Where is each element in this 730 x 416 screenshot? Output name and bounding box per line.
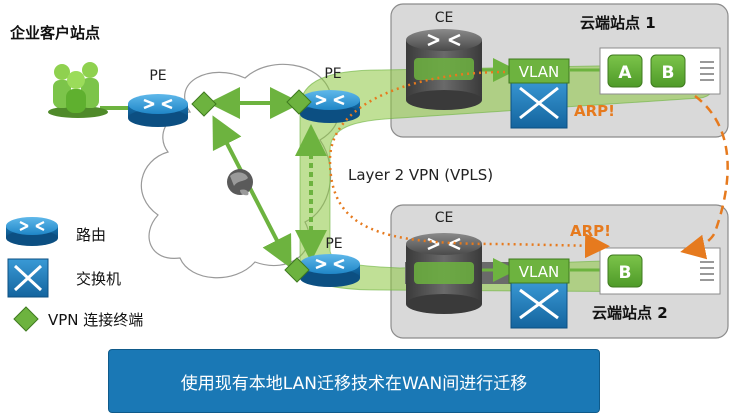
vpn-endpoint-bottom-icon bbox=[284, 257, 310, 283]
customer-site-title: 企业客户站点 bbox=[9, 24, 100, 42]
vlan-top-label: VLAN bbox=[519, 63, 559, 81]
vpn-endpoint-top-icon bbox=[286, 89, 312, 115]
vlan-bottom-label-box bbox=[508, 258, 570, 284]
vm-a-label: A bbox=[618, 63, 632, 83]
pe-top-label: PE bbox=[324, 66, 341, 82]
vm-b-bottom-label: B bbox=[619, 263, 632, 283]
arp-path-outer bbox=[680, 95, 729, 260]
legend-router-label: 路由 bbox=[76, 226, 106, 244]
legend-vpn-endpoint-icon bbox=[13, 306, 39, 332]
vpn-endpoint-left-icon bbox=[191, 91, 217, 117]
pe-left-label: PE bbox=[149, 68, 166, 84]
legend-switch-label: 交换机 bbox=[76, 270, 121, 288]
summary-banner: 使用现有本地LAN迁移技术在WAN间进行迁移 bbox=[108, 349, 600, 413]
legend-switch-icon bbox=[7, 258, 49, 298]
vpls-label: Layer 2 VPN (VPLS) bbox=[348, 166, 493, 184]
switch-top-icon bbox=[510, 77, 568, 129]
cloud-site-2-label: 云端站点 2 bbox=[592, 304, 668, 322]
vm-b-top-label: B bbox=[662, 63, 675, 83]
legend-router-icon bbox=[6, 217, 58, 246]
vlan-bottom-label: VLAN bbox=[519, 263, 559, 281]
vm-b-bottom-icon bbox=[607, 254, 643, 288]
switch-bottom-icon bbox=[510, 279, 568, 329]
arp-label-bottom: ARP! bbox=[570, 222, 611, 240]
vm-b-top-icon bbox=[650, 54, 686, 88]
people-icon bbox=[48, 62, 108, 118]
legend-vpn-endpoint-label: VPN 连接终端 bbox=[48, 311, 143, 329]
cloud-site-1-label: 云端站点 1 bbox=[580, 14, 656, 32]
pe-router-bottom-icon bbox=[300, 254, 360, 287]
ce-router-top-icon bbox=[406, 29, 482, 110]
pe-pe-link-diagonal bbox=[212, 115, 292, 269]
pe-router-top-icon bbox=[300, 90, 360, 123]
vlan-top-label-box bbox=[508, 58, 570, 84]
arp-label-top: ARP! bbox=[574, 102, 615, 120]
ce-bottom-label: CE bbox=[435, 210, 454, 226]
pe-router-left-icon bbox=[128, 94, 188, 127]
ce-router-bottom-icon bbox=[406, 233, 482, 314]
internet-globe-icon bbox=[227, 169, 253, 196]
vm-a-icon bbox=[607, 54, 643, 88]
ce-top-label: CE bbox=[435, 10, 454, 26]
pe-bottom-label: PE bbox=[325, 236, 342, 252]
